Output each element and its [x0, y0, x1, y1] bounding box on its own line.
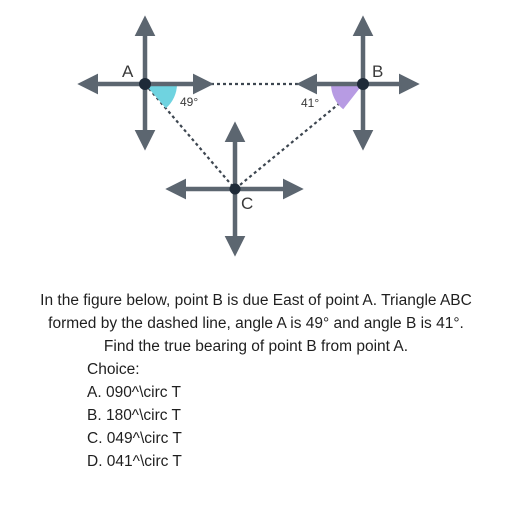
- choice-option-b[interactable]: B. 180^\circ T: [87, 407, 181, 424]
- triangle-edges: [144, 82, 364, 190]
- compass-a: [77, 15, 214, 151]
- edge-ac: [144, 83, 236, 190]
- bearing-diagram: A B C 49° 41°: [77, 15, 420, 257]
- compass-b: [296, 15, 420, 151]
- point-b-dot: [357, 78, 369, 90]
- point-a-label: A: [122, 62, 134, 81]
- angle-b-sector: [330, 84, 363, 110]
- angle-b-label: 41°: [301, 96, 319, 110]
- angle-a-label: 49°: [180, 95, 198, 109]
- choices-block: Choice: A. 090^\circ T B. 180^\circ T C.…: [87, 358, 182, 473]
- choice-option-d[interactable]: D. 041^\circ T: [87, 453, 182, 470]
- question-line: In the figure below, point B is due East…: [40, 292, 472, 309]
- compass-c: [165, 121, 304, 257]
- question-line: formed by the dashed line, angle A is 49…: [48, 315, 464, 332]
- point-a-dot: [139, 78, 151, 90]
- point-c-label: C: [241, 194, 253, 213]
- question-text: In the figure below, point B is due East…: [0, 289, 512, 358]
- point-b-label: B: [372, 62, 383, 81]
- choice-heading: Choice:: [87, 361, 140, 378]
- point-c-dot: [229, 183, 241, 195]
- angle-a-sector: [145, 84, 177, 109]
- choice-option-c[interactable]: C. 049^\circ T: [87, 430, 182, 447]
- question-line: Find the true bearing of point B from po…: [103, 338, 409, 355]
- choice-option-a[interactable]: A. 090^\circ T: [87, 384, 181, 401]
